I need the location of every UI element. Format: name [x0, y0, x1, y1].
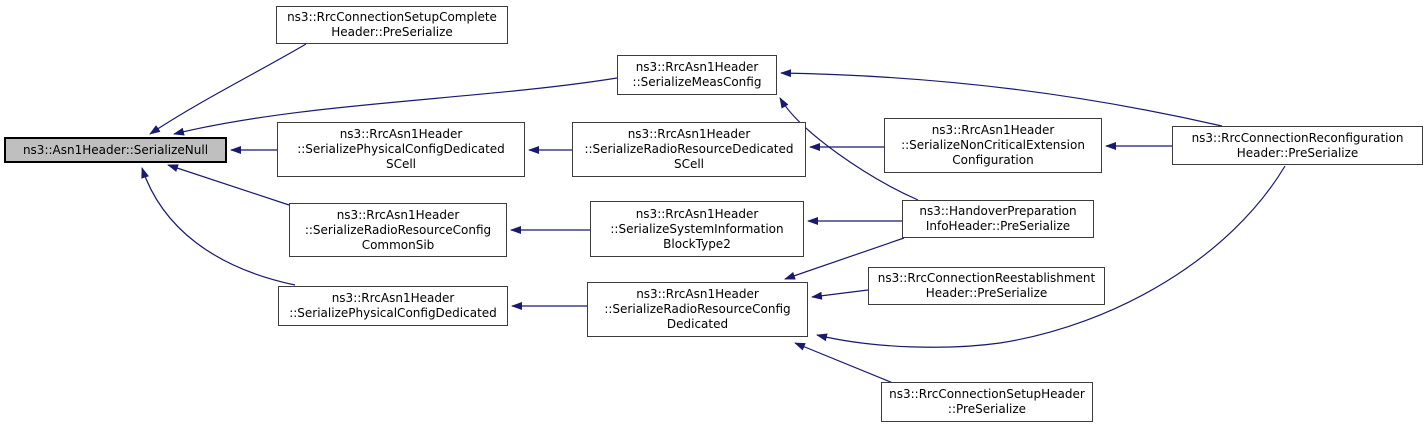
node-label-line: ns3::RrcAsn1Header	[331, 291, 455, 305]
node-label-line: Configuration	[952, 153, 1034, 167]
node-label-line: ns3::RrcAsn1Header	[339, 127, 463, 141]
node-label-line: ns3::RrcAsn1Header	[931, 123, 1055, 137]
node-label-line: ns3::RrcAsn1Header	[627, 127, 751, 141]
node-label-line: ::SerializePhysicalConfigDedicated	[289, 306, 497, 320]
node-serialize-physical-config-dedicated-scell[interactable]: ns3::RrcAsn1Header::SerializePhysicalCon…	[277, 122, 525, 177]
node-label-line: ns3::RrcConnectionSetupHeader	[889, 387, 1085, 401]
node-label-line: ns3::HandoverPreparation	[919, 204, 1077, 218]
node-serialize-radio-resource-config-dedicated[interactable]: ns3::RrcAsn1Header::SerializeRadioResour…	[587, 282, 808, 337]
node-serialize-physical-config-dedicated[interactable]: ns3::RrcAsn1Header::SerializePhysicalCon…	[278, 286, 508, 326]
node-label-line: ::SerializeRadioResourceDedicated	[584, 142, 794, 156]
node-label-line: ::SerializePhysicalConfigDedicated	[297, 142, 505, 156]
edge-setup-complete-preserialize-to-serialize-null	[149, 43, 307, 135]
node-serialize-meas-config[interactable]: ns3::RrcAsn1Header::SerializeMeasConfig	[617, 55, 777, 95]
node-serialize-system-information-block-type2[interactable]: ns3::RrcAsn1Header::SerializeSystemInfor…	[590, 201, 804, 257]
edge-serialize-radio-resource-config-common-sib-to-serialize-null	[167, 164, 290, 206]
edge-serialize-physical-config-dedicated-to-serialize-null	[141, 167, 296, 286]
node-label-line: ns3::RrcAsn1Header	[635, 206, 759, 221]
node-serialize-null: ns3::Asn1Header::SerializeNull	[4, 137, 227, 163]
node-label-line: ns3::RrcAsn1Header	[635, 60, 759, 74]
node-label-line: InfoHeader::PreSerialize	[925, 219, 1071, 233]
node-label-line: ::SerializeMeasConfig	[632, 75, 762, 89]
node-label-line: ::SerializeNonCriticalExtension	[901, 138, 1085, 152]
node-label-line: SCell	[673, 157, 705, 171]
node-label-line: ::PreSerialize	[947, 402, 1027, 416]
edge-reestablishment-preserialize-to-serialize-radio-resource-config-dedicated	[811, 289, 869, 300]
node-label-line: BlockType2	[663, 236, 731, 251]
node-serialize-radio-resource-dedicated-scell[interactable]: ns3::RrcAsn1Header::SerializeRadioResour…	[572, 122, 806, 177]
node-serialize-non-critical-extension-configuration[interactable]: ns3::RrcAsn1Header::SerializeNonCritical…	[884, 118, 1102, 173]
node-label-line: ::SerializeRadioResourceConfig	[304, 222, 492, 237]
node-label-line: ns3::RrcAsn1Header	[636, 287, 759, 301]
node-label-line: Header::PreSerialize	[1236, 145, 1359, 160]
node-label-line: ns3::RrcConnectionReconfiguration	[1191, 130, 1404, 145]
node-label-line: ns3::RrcConnectionReestablishment	[877, 271, 1096, 285]
edge-setup-header-preserialize-to-serialize-radio-resource-config-dedicated	[794, 342, 894, 384]
node-serialize-radio-resource-config-common-sib[interactable]: ns3::RrcAsn1Header::SerializeRadioResour…	[289, 203, 507, 257]
node-label-line: ::SerializeRadioResourceConfig	[604, 302, 791, 316]
node-label-line: SCell	[385, 157, 417, 171]
edge-reconfiguration-preserialize-to-serialize-radio-resource-config-dedicated	[816, 165, 1286, 348]
node-label-line: ns3::Asn1Header::SerializeNull	[22, 142, 209, 157]
node-label-line: Header::PreSerialize	[331, 25, 453, 39]
node-label-line: ::SerializeSystemInformation	[610, 221, 784, 236]
node-label-line: Header::PreSerialize	[925, 286, 1048, 300]
node-setup-header-preserialize[interactable]: ns3::RrcConnectionSetupHeader::PreSerial…	[881, 382, 1093, 422]
node-label-line: Dedicated	[666, 317, 729, 331]
node-label-line: ns3::RrcAsn1Header	[336, 207, 460, 222]
node-label-line: CommonSib	[361, 237, 435, 252]
node-label-line: ns3::RrcConnectionSetupComplete	[287, 10, 497, 24]
